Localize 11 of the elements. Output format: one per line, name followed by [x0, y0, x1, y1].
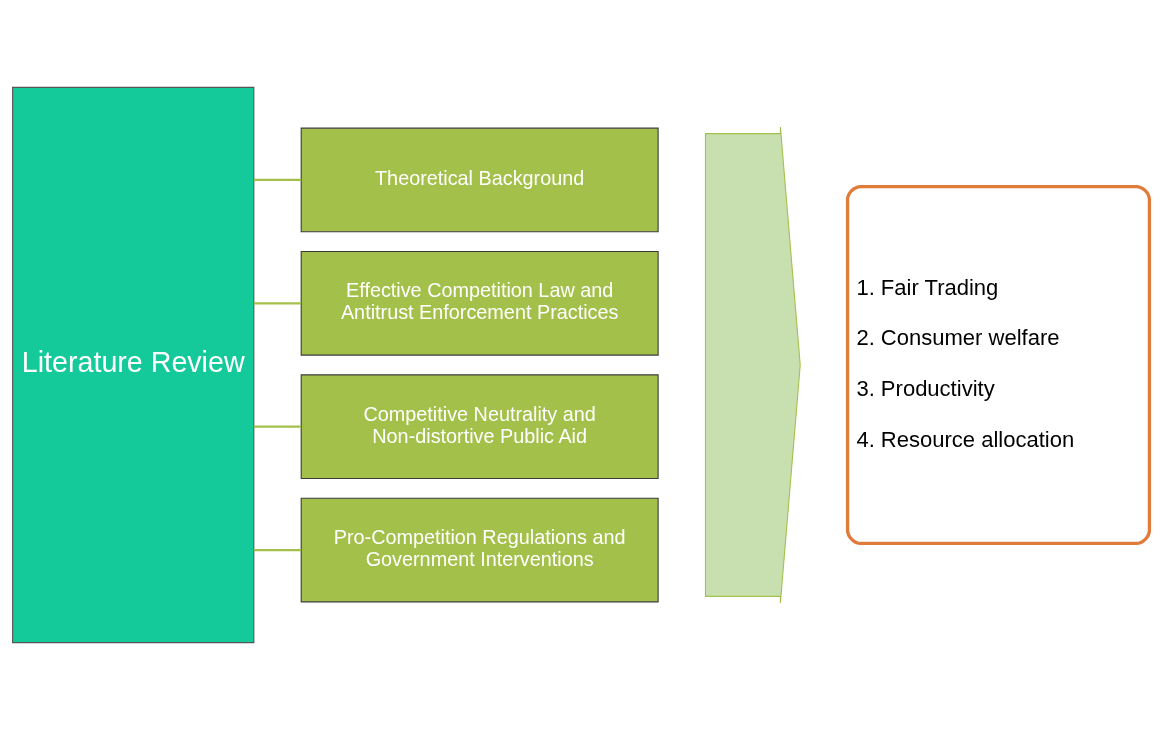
node-box: 1. Fair Trading 2. Consumer welfare 3. Productivity 4. Resource allocation	[845, 184, 1152, 546]
node-box: Pro-Competition Regulations and Government Interventions	[300, 497, 659, 603]
connector	[253, 178, 302, 182]
node-arrow	[704, 126, 801, 604]
node-box: Competitive Neutrality and Non-distortive Public Aid	[300, 374, 659, 479]
node-box: Effective Competition Law and Antitrust Enforcement Practices	[300, 251, 659, 356]
connector	[253, 425, 302, 428]
node-box: Literature Review	[12, 86, 255, 644]
node-box: Theoretical Background	[300, 127, 659, 233]
connector	[253, 548, 302, 552]
connector	[253, 302, 302, 305]
